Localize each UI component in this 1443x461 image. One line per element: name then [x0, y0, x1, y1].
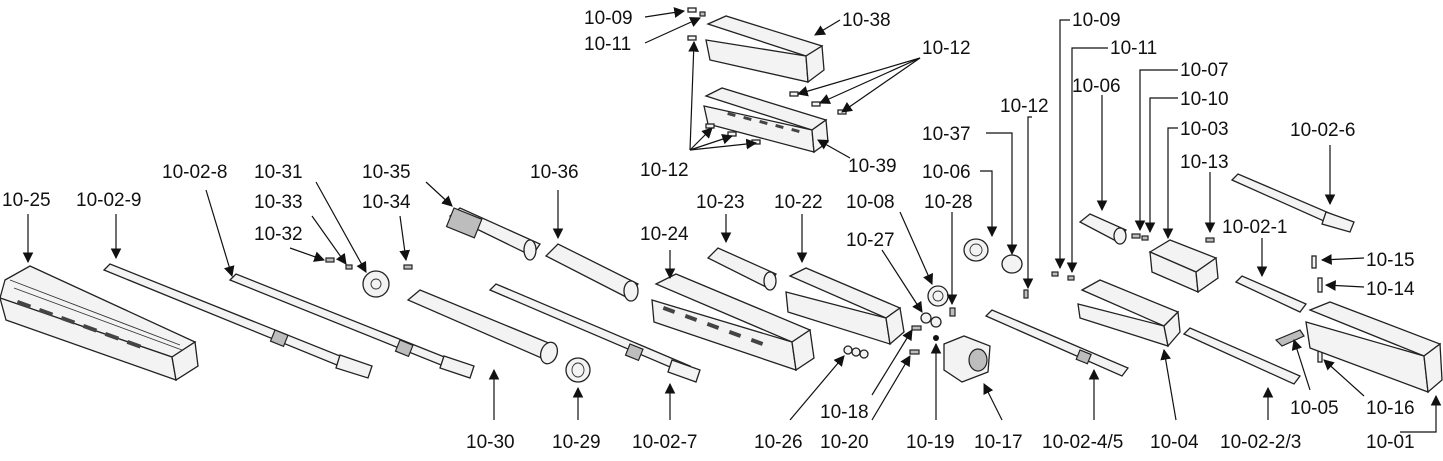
part-10-22-handguard: [785, 267, 905, 346]
callout-10-04: 10-04: [1150, 432, 1199, 453]
part-10-15-pin: [1311, 255, 1317, 269]
callout-10-19: 10-19: [906, 432, 955, 453]
part-10-36-tube: [544, 243, 639, 302]
part-10-05-blade: [1274, 329, 1305, 347]
callout-10-30: 10-30: [466, 432, 515, 453]
part-10-23-tube: [706, 247, 777, 291]
callout-10-08: 10-08: [846, 192, 895, 213]
callout-10-05: 10-05: [1290, 398, 1339, 419]
callout-10-11: 10-11: [584, 34, 631, 55]
part-10-01-receiver: [1305, 301, 1443, 394]
callout-10-02-1: 10-02-1: [1222, 217, 1288, 238]
callout-10-09: 10-09: [584, 8, 633, 29]
callout-10-02-2-3: 10-02-2/3: [1220, 432, 1301, 453]
callout-10-27: 10-27: [846, 230, 895, 251]
callout-10-33: 10-33: [254, 192, 303, 213]
part-10-11-pin-a: [699, 11, 706, 17]
callout-10-12-left: 10-12: [640, 160, 689, 181]
part-10-28-pin: [949, 307, 956, 317]
part-10-33-pin: [345, 264, 353, 270]
part-10-35-flash-hider: [445, 207, 541, 261]
callout-10-02-8: 10-02-8: [162, 162, 228, 183]
callout-10-02-4-5: 10-02-4/5: [1042, 432, 1123, 453]
callout-10-16: 10-16: [1366, 398, 1415, 419]
part-10-09-pin-a: [687, 7, 697, 13]
callout-10-17: 10-17: [974, 432, 1023, 453]
callout-10-07: 10-07: [1180, 60, 1229, 81]
part-10-24-handguard: [651, 273, 815, 372]
part-10-02-1-barrel: [1234, 275, 1308, 313]
part-10-20-pin: [909, 349, 920, 355]
callout-10-28: 10-28: [924, 192, 973, 213]
part-10-02-8-barrel: [228, 273, 475, 379]
part-10-25-handguard: [0, 265, 199, 382]
callout-10-11-right: 10-11: [1110, 38, 1157, 59]
callout-10-38: 10-38: [842, 10, 891, 31]
callout-10-02-7: 10-02-7: [632, 432, 698, 453]
part-10-11-pin-b: [1067, 275, 1075, 281]
part-10-26-chain: [843, 345, 869, 359]
callout-10-10: 10-10: [1180, 89, 1229, 110]
callout-10-12-mid: 10-12: [1000, 96, 1049, 117]
callout-10-37: 10-37: [922, 124, 971, 145]
callout-10-06-lower: 10-06: [922, 162, 971, 183]
callout-10-22: 10-22: [774, 192, 823, 213]
callout-10-13: 10-13: [1180, 152, 1229, 173]
part-10-19-ball: [933, 335, 939, 341]
part-10-14-pin: [1317, 277, 1323, 293]
part-10-31-nut: [362, 270, 390, 298]
callout-10-23: 10-23: [696, 192, 745, 213]
callout-10-09-right: 10-09: [1072, 10, 1121, 31]
callout-10-20: 10-20: [820, 432, 869, 453]
callout-10-39: 10-39: [848, 156, 897, 177]
callout-10-35: 10-35: [362, 162, 411, 183]
part-10-02-9-barrel: [102, 263, 373, 379]
part-10-32-pin: [325, 257, 335, 263]
callout-10-06-upper: 10-06: [1072, 76, 1121, 97]
part-10-29-ring: [565, 357, 591, 383]
callout-10-32: 10-32: [254, 224, 303, 245]
callout-10-03: 10-03: [1180, 119, 1229, 140]
callout-10-34: 10-34: [362, 192, 411, 213]
callout-10-29: 10-29: [552, 432, 601, 453]
part-10-02-7-barrel: [488, 283, 701, 383]
callout-10-31: 10-31: [254, 162, 303, 183]
part-10-38-grip: [705, 15, 825, 84]
part-10-39-grip: [703, 87, 829, 154]
part-10-04-upper: [1077, 279, 1181, 348]
callout-10-36: 10-36: [530, 162, 579, 183]
part-10-07-pin: [1131, 233, 1141, 239]
callout-10-26: 10-26: [754, 432, 803, 453]
callout-10-15: 10-15: [1366, 250, 1415, 271]
callout-10-14: 10-14: [1366, 279, 1415, 300]
part-10-06-nut: [1001, 254, 1023, 274]
part-10-30-tube: [406, 289, 559, 365]
callout-10-02-6: 10-02-6: [1290, 120, 1356, 141]
part-10-06-part: [1078, 213, 1127, 245]
callout-10-12-top: 10-12: [922, 38, 971, 59]
part-10-37-barrel-nut: [963, 238, 989, 262]
part-10-02-4-5-barrel: [984, 309, 1130, 377]
callout-10-02-9: 10-02-9: [76, 190, 142, 211]
callout-labels: 10-09 10-11 10-38 10-12 10-12 10-39 10-0…: [2, 8, 1415, 453]
part-10-08-ring: [927, 285, 949, 307]
part-10-27-clips: [920, 312, 942, 328]
callout-10-24: 10-24: [640, 224, 689, 245]
part-10-02-6-barrel: [1230, 173, 1355, 233]
part-10-03-block: [1148, 239, 1219, 294]
part-10-13-pin: [1205, 237, 1215, 243]
part-10-10-pin: [1141, 235, 1149, 241]
leader-lines: [22, 7, 1442, 433]
callout-10-18: 10-18: [820, 402, 869, 423]
part-10-09-pin-b: [1051, 271, 1059, 277]
callout-10-01: 10-01: [1366, 432, 1415, 453]
callout-10-25: 10-25: [2, 190, 51, 211]
part-10-17-gas-block: [943, 335, 991, 383]
part-10-12-pin: [1023, 289, 1029, 299]
part-10-34-pin: [403, 264, 413, 270]
part-10-02-2-3-barrel: [1182, 327, 1302, 385]
part-10-18-pin: [911, 325, 922, 331]
